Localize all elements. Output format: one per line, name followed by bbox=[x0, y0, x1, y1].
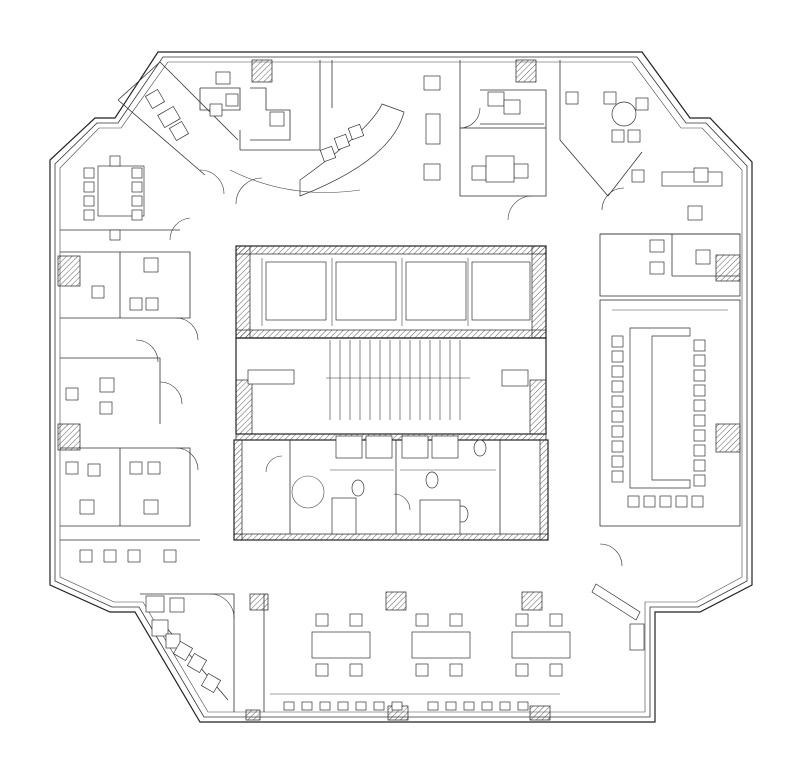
chair bbox=[131, 195, 143, 207]
conference-room-east bbox=[599, 299, 741, 527]
window-seat bbox=[373, 701, 385, 711]
chair bbox=[611, 350, 624, 363]
restrooms bbox=[233, 435, 549, 541]
chair bbox=[611, 455, 624, 468]
window-seat bbox=[499, 701, 511, 711]
chair bbox=[611, 380, 624, 393]
window-seat bbox=[301, 701, 313, 711]
window-seat bbox=[445, 701, 457, 711]
private-office-east bbox=[599, 233, 741, 297]
chair bbox=[315, 613, 329, 627]
chair bbox=[549, 663, 563, 677]
chair bbox=[691, 495, 704, 508]
chair bbox=[415, 663, 429, 677]
private-office-northeast bbox=[600, 151, 740, 235]
chair bbox=[549, 613, 563, 627]
chair bbox=[315, 663, 329, 677]
chair bbox=[611, 470, 624, 483]
chair bbox=[131, 181, 143, 193]
outer-wall bbox=[49, 51, 753, 723]
chair bbox=[611, 440, 624, 453]
chair bbox=[693, 369, 706, 382]
chair bbox=[693, 399, 706, 412]
chair bbox=[415, 613, 429, 627]
chair bbox=[349, 663, 363, 677]
chair bbox=[693, 459, 706, 472]
chair bbox=[643, 495, 656, 508]
chair bbox=[83, 181, 95, 193]
chair bbox=[627, 495, 640, 508]
southwest-workstations bbox=[60, 539, 200, 563]
chair bbox=[449, 613, 463, 627]
chair bbox=[693, 354, 706, 367]
window-seat bbox=[355, 701, 367, 711]
chair bbox=[515, 613, 529, 627]
window-seat bbox=[391, 701, 403, 711]
chair bbox=[675, 495, 688, 508]
elevator-core bbox=[235, 245, 547, 339]
chair bbox=[693, 429, 706, 442]
chair bbox=[693, 339, 706, 352]
window-seat bbox=[283, 701, 295, 711]
door-swings bbox=[135, 107, 625, 619]
chair bbox=[109, 229, 121, 241]
window-seat bbox=[463, 701, 475, 711]
chair bbox=[693, 384, 706, 397]
window-seat bbox=[319, 701, 331, 711]
chair bbox=[515, 663, 529, 677]
chair bbox=[449, 663, 463, 677]
chair bbox=[611, 365, 624, 378]
private-office-southwest bbox=[140, 593, 235, 712]
chair bbox=[693, 474, 706, 487]
stairwell bbox=[235, 337, 547, 441]
chair bbox=[131, 167, 143, 179]
chair bbox=[83, 209, 95, 221]
private-offices-west bbox=[60, 155, 191, 527]
chair bbox=[693, 414, 706, 427]
chair bbox=[693, 444, 706, 457]
chair bbox=[659, 495, 672, 508]
window-seat bbox=[337, 701, 349, 711]
chair bbox=[131, 209, 143, 221]
chair bbox=[611, 335, 624, 348]
chair bbox=[611, 410, 624, 423]
chair bbox=[83, 195, 95, 207]
chair bbox=[611, 395, 624, 408]
window-seat bbox=[427, 701, 439, 711]
open-office-south bbox=[263, 583, 645, 712]
window-seat bbox=[517, 701, 529, 711]
chair bbox=[83, 167, 95, 179]
chair bbox=[349, 613, 363, 627]
private-offices-north bbox=[117, 60, 649, 197]
chair bbox=[109, 155, 121, 167]
window-seat bbox=[481, 701, 493, 711]
chair bbox=[611, 425, 624, 438]
